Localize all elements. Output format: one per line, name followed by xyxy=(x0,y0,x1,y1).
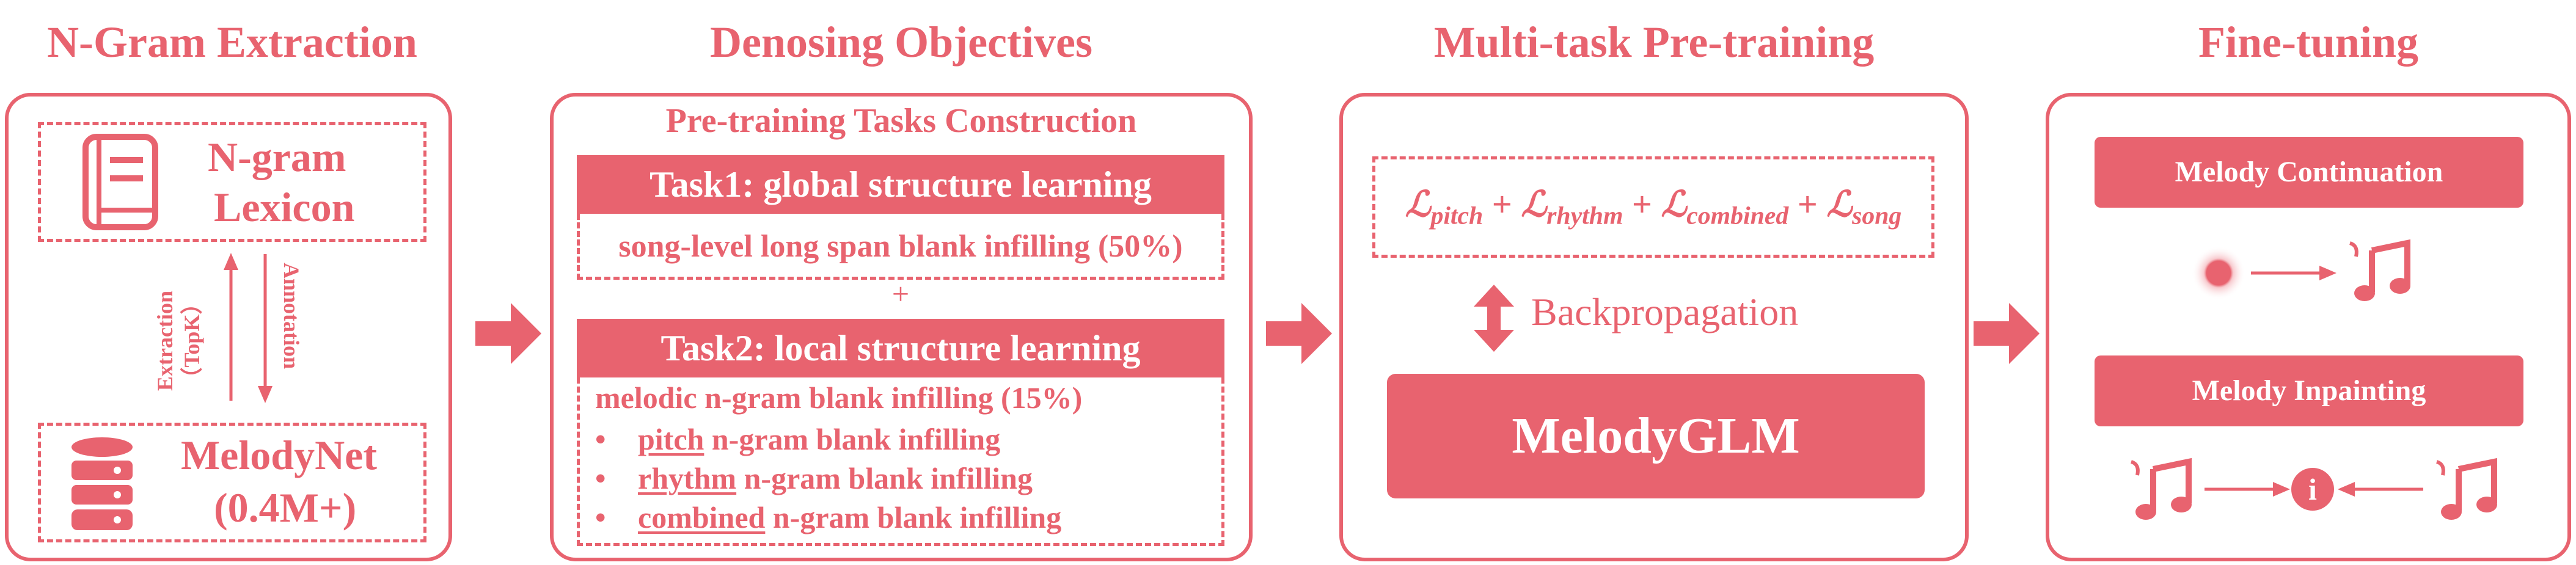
plus-sign: + xyxy=(891,277,910,311)
ngram-panel xyxy=(5,93,452,561)
loss-symbol: ℒ xyxy=(1826,184,1853,224)
double-arrow-icon xyxy=(1474,285,1514,352)
inpaint-right-arrow xyxy=(2338,482,2423,497)
music-note-icon xyxy=(2435,457,2497,520)
task2-header: Task2: local structure learning xyxy=(577,319,1224,377)
loss-term: combined xyxy=(1686,202,1789,230)
model-block: MelodyGLM xyxy=(1387,374,1925,498)
melodynet-label-2: (0.4M+) xyxy=(214,484,357,531)
melodynet-label-1: MelodyNet xyxy=(181,432,378,478)
bullet: • xyxy=(595,422,606,456)
book-icon xyxy=(82,134,158,230)
backprop-label: Backpropagation xyxy=(1531,290,1799,334)
info-icon: i xyxy=(2291,468,2334,511)
task2-item-rhythm: • rhythm n-gram blank infilling xyxy=(595,461,1033,496)
melody-continuation-button: Melody Continuation xyxy=(2095,137,2523,208)
bullet: • xyxy=(595,461,606,495)
extraction-label: Extraction （TopK） xyxy=(153,291,204,391)
extraction-up-arrow xyxy=(224,253,238,401)
annotation-label: Annotation xyxy=(279,263,304,370)
ngram-title: N-Gram Extraction xyxy=(47,18,417,67)
plus-sign: + xyxy=(1491,184,1512,224)
tasks-subtitle: Pre-training Tasks Construction xyxy=(665,102,1137,140)
loss-term: song xyxy=(1852,202,1902,230)
melodynet-box xyxy=(38,423,426,542)
loss-formula: ℒpitch + ℒrhythm + ℒcombined + ℒsong xyxy=(1372,183,1934,231)
task2-item-combined: • combined n-gram blank infilling xyxy=(595,500,1061,535)
pretraining-title: Multi-task Pre-training xyxy=(1433,18,1875,67)
music-note-icon xyxy=(2130,457,2192,520)
task1-header: Task1: global structure learning xyxy=(577,155,1224,214)
dot-icon xyxy=(2192,246,2245,300)
music-note-icon xyxy=(2349,239,2410,301)
lexicon-box xyxy=(38,122,426,242)
annotation-down-arrow xyxy=(258,254,273,403)
melody-inpainting-button: Melody Inpainting xyxy=(2095,355,2523,426)
task2-box xyxy=(577,377,1224,546)
denoising-title: Denosing Objectives xyxy=(710,18,1092,67)
finetuning-title: Fine-tuning xyxy=(2198,18,2419,67)
lexicon-label-2: Lexicon xyxy=(214,184,355,230)
item-rest: n-gram blank infilling xyxy=(765,500,1062,534)
database-icon xyxy=(71,437,133,530)
plus-sign: + xyxy=(1631,184,1652,224)
loss-symbol: ℒ xyxy=(1661,184,1687,224)
task2-item-pitch: • pitch n-gram blank infilling xyxy=(595,421,1000,457)
lexicon-label-1: N-gram xyxy=(208,134,346,180)
loss-term: rhythm xyxy=(1546,202,1623,230)
task1-detail: song-level long span blank infilling (50… xyxy=(618,229,1183,264)
item-rest: n-gram blank infilling xyxy=(736,461,1033,495)
continuation-arrow xyxy=(2251,266,2336,280)
right-arrow-icon xyxy=(1266,303,1332,364)
right-arrow-icon xyxy=(475,303,541,364)
task2-detail: melodic n-gram blank infilling (15%) xyxy=(595,381,1083,415)
inpaint-left-arrow xyxy=(2205,482,2290,497)
loss-term: pitch xyxy=(1430,202,1484,230)
loss-box xyxy=(1372,156,1934,258)
loss-symbol: ℒ xyxy=(1521,184,1547,224)
item-key: pitch xyxy=(638,422,704,456)
item-key: combined xyxy=(638,500,766,534)
item-rest: n-gram blank infilling xyxy=(704,422,1001,456)
bullet: • xyxy=(595,500,606,534)
task1-box xyxy=(577,214,1224,280)
plus-sign: + xyxy=(1797,184,1818,224)
right-arrow-icon xyxy=(1974,303,2040,364)
item-key: rhythm xyxy=(638,461,737,495)
loss-symbol: ℒ xyxy=(1405,184,1431,224)
